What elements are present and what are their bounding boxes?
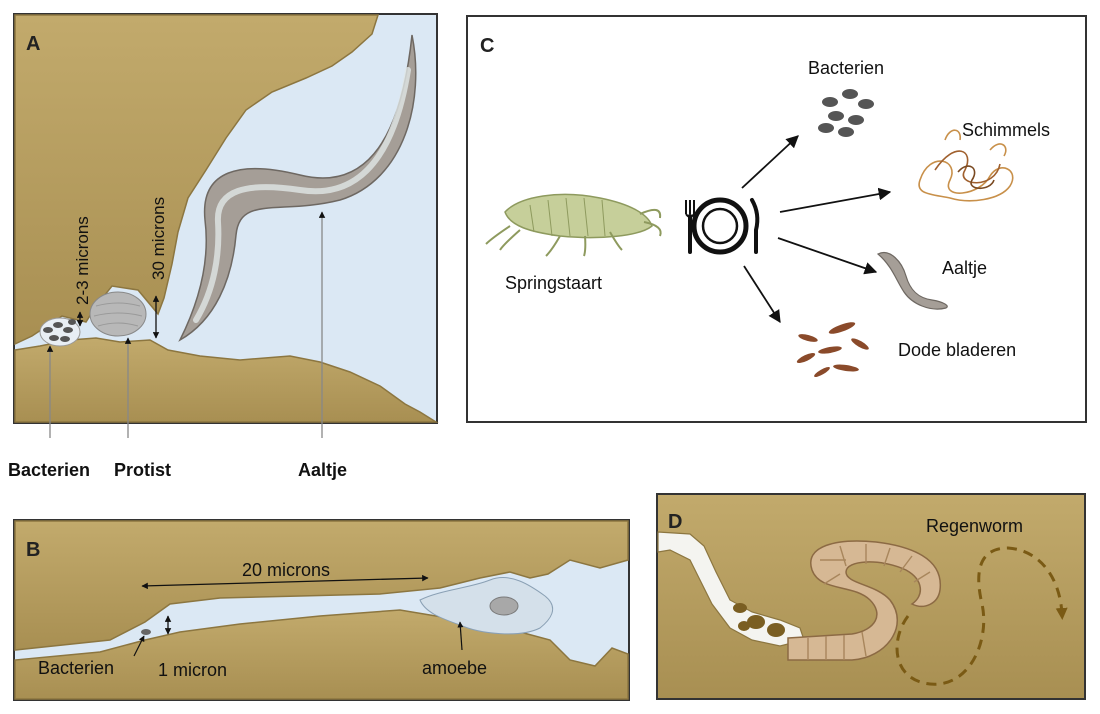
- label-nematode-a: Aaltje: [298, 460, 347, 480]
- panel-a-letter: A: [26, 33, 40, 55]
- label-nematode-c: Aaltje: [942, 258, 987, 278]
- label-2-3-microns: 2-3 microns: [73, 216, 92, 305]
- label-protist: Protist: [114, 460, 171, 480]
- label-amoeba: amoebe: [422, 658, 487, 678]
- soil-particles-d: [733, 603, 785, 637]
- plate-fork-knife-icon: [685, 197, 760, 255]
- panel-c-letter: C: [480, 35, 494, 57]
- label-dead-leaves: Dode bladeren: [898, 340, 1016, 360]
- label-springtail: Springstaart: [505, 273, 602, 293]
- soil-bottom: [14, 337, 439, 423]
- panel-c: C Springstaart Bacterien Schimmels Aaltj…: [466, 15, 1087, 423]
- protist: [89, 291, 147, 337]
- label-1-micron: 1 micron: [158, 660, 227, 680]
- panel-d-letter: D: [668, 511, 682, 533]
- dim-arrow-length: [141, 574, 429, 590]
- dead-leaves-c: [796, 322, 869, 377]
- springtail-illustration: [485, 193, 662, 257]
- dashed-movement-path: [895, 546, 1068, 686]
- label-bacteria-a: Bacterien: [8, 460, 90, 480]
- label-fungi: Schimmels: [962, 120, 1050, 140]
- label-20-microns: 20 microns: [242, 560, 330, 580]
- fungi-c: [918, 129, 1014, 202]
- panel-b-letter: B: [26, 539, 40, 561]
- panel-b: B 20 microns 1 micron Bacterien amoebe: [13, 519, 630, 701]
- earthworm: [787, 540, 941, 661]
- label-earthworm: Regenworm: [926, 516, 1023, 536]
- label-bacteria-b: Bacterien: [38, 658, 114, 678]
- label-bacteria-c: Bacterien: [808, 58, 884, 78]
- nematode-c: [876, 252, 948, 310]
- bacteria-cluster-a: [39, 317, 81, 347]
- bacteria-c: [818, 89, 874, 137]
- label-30-microns: 30 microns: [149, 197, 168, 280]
- panel-a: A 2-3 microns 30 microns Bacterien Proti…: [8, 13, 439, 480]
- panel-d: D Regenworm: [656, 493, 1086, 700]
